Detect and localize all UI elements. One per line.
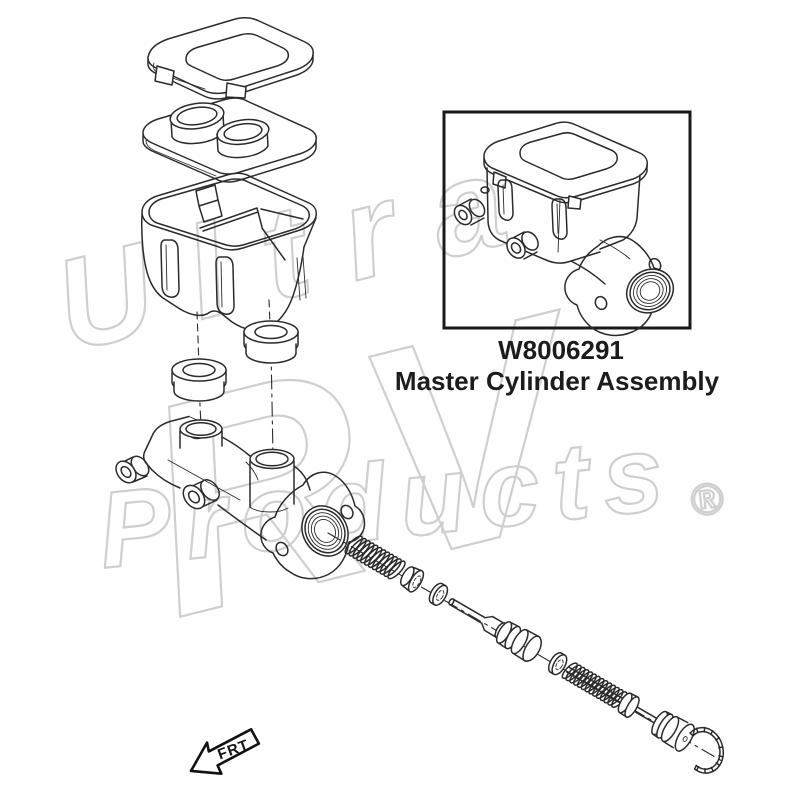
secondary-piston — [651, 710, 695, 752]
primary-piston — [448, 598, 542, 662]
exploded-view — [115, 17, 725, 774]
reservoir-grommet — [171, 358, 227, 402]
reservoir-port — [249, 448, 295, 513]
watermark-registered-icon: ® — [688, 474, 726, 526]
outlet-fitting — [115, 455, 150, 484]
washer — [547, 652, 568, 676]
part-number-text: W8006291 — [498, 335, 624, 365]
spring-retainer — [617, 692, 640, 718]
flange-bolt-hole — [275, 541, 289, 557]
frt-arrow-icon — [189, 728, 261, 775]
part-name-text: Master Cylinder Assembly — [395, 366, 720, 396]
watermark: Ultra RV Products ® — [40, 116, 727, 681]
reservoir-grommet — [243, 320, 299, 364]
washer — [428, 582, 449, 606]
spring-retainer — [400, 566, 425, 593]
frt-arrow-label: FRT — [215, 736, 251, 763]
diaphragm-bellows — [169, 102, 225, 145]
piston-assembly-chain — [341, 530, 695, 752]
part-label: W8006291 Master Cylinder Assembly — [395, 335, 720, 396]
snap-ring — [689, 726, 725, 774]
clip-slot — [160, 239, 180, 298]
inset-panel — [442, 110, 692, 337]
diaphragm-bellows — [216, 118, 270, 159]
outlet-fitting — [182, 479, 220, 510]
mounting-flange — [260, 471, 366, 580]
inset-border — [442, 110, 692, 330]
clip-slot — [215, 256, 235, 315]
front-direction-arrow: FRT — [189, 728, 261, 775]
flange-bolt-hole — [340, 504, 354, 520]
reservoir-tank — [141, 172, 317, 332]
cover-tab — [225, 82, 247, 99]
cover-tab — [154, 65, 175, 86]
reservoir-port — [179, 419, 223, 449]
reservoir-spout — [195, 184, 223, 223]
reservoir-diaphragm — [142, 97, 317, 183]
reservoir-cover — [147, 17, 314, 100]
master-cylinder-body — [115, 415, 366, 580]
assembled-master-cylinder — [453, 121, 675, 337]
